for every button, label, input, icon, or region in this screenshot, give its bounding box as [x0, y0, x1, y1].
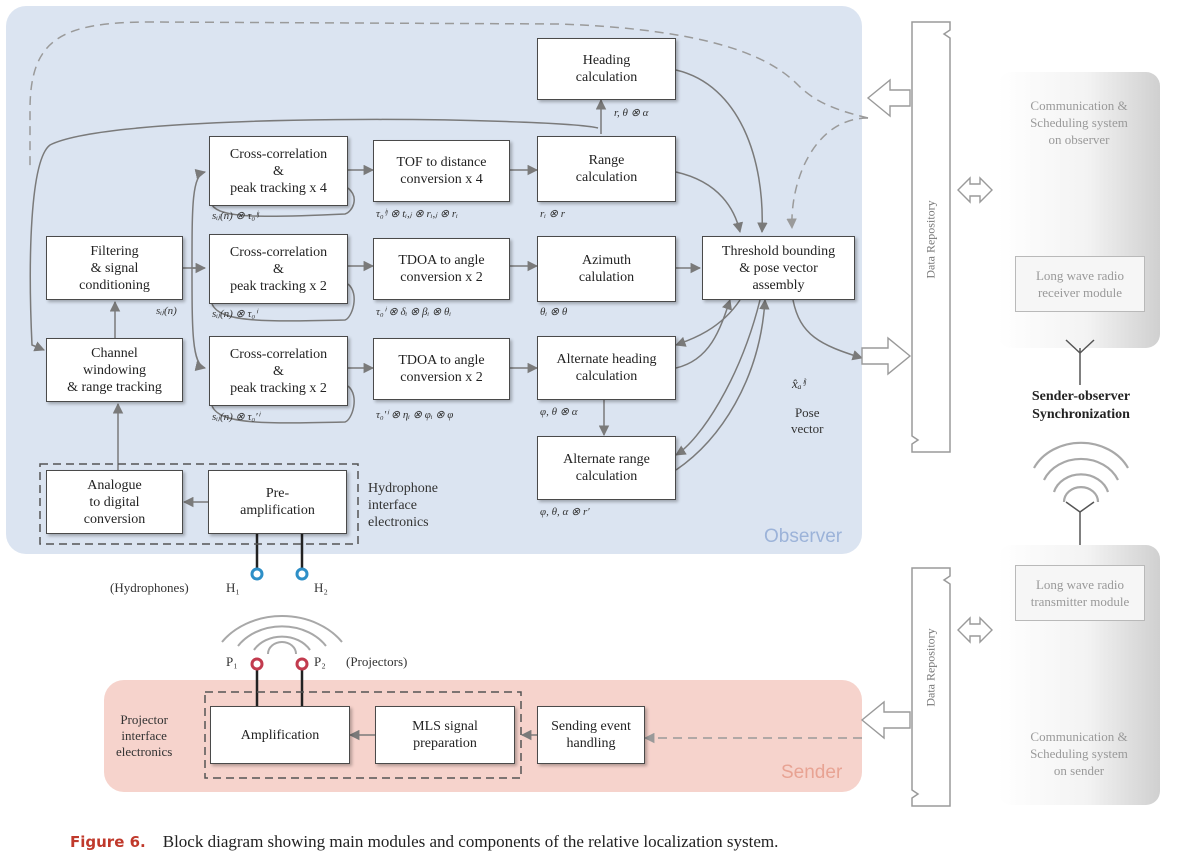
- heading-input-math: r, θ ⊗ α: [614, 107, 649, 119]
- lw-receiver-block: Long wave radio receiver module: [1015, 256, 1145, 312]
- cc2b-output-math: sᵢⱼ(n) ⊗ τ₀′ⁱ: [212, 411, 260, 423]
- data-repository-bottom-label: Data Repository: [923, 628, 938, 707]
- acoustic-waves-icon: [221, 615, 343, 655]
- projector-electronics-label: Projector interface electronics: [116, 712, 173, 759]
- p1-label: P₁: [226, 654, 238, 669]
- comm-sender-link-arrow: [957, 616, 993, 644]
- pose-to-repo-arrow: [861, 336, 912, 376]
- range-output-math: rᵢ ⊗ r: [540, 208, 566, 220]
- heading-calculation-block: Heading calculation: [537, 38, 676, 100]
- hydrophone-interface-box: [39, 463, 359, 545]
- tdoa-b-output-math: τ₀′ⁱ ⊗ ηᵢ ⊗ φᵢ ⊗ φ: [376, 409, 454, 421]
- pose-vector-label: Pose vector: [791, 405, 824, 436]
- sender-label: Sender: [781, 762, 843, 783]
- channel-windowing-block: Channel windowing & range tracking: [46, 338, 183, 402]
- data-repository-top-label: Data Repository: [923, 200, 938, 279]
- tof-conversion-block: TOF to distance conversion x 4: [373, 140, 510, 202]
- tof-output-math: τ₀ⁱʲ ⊗ tᵢ,ⱼ ⊗ rᵢ,ⱼ ⊗ rᵢ: [376, 208, 458, 220]
- hydrophones-label: (Hydrophones): [110, 580, 189, 595]
- comm-sender-label: Communication & Scheduling system on sen…: [1030, 729, 1128, 778]
- projector-interface-box: [204, 691, 522, 779]
- comm-observer-label: Communication & Scheduling system on obs…: [1030, 98, 1128, 147]
- alt-heading-output-math: φ, θ ⊗ α: [540, 406, 578, 418]
- azimuth-calculation-block: Azimuth calulation: [537, 236, 676, 302]
- h1-label: H₁: [226, 580, 240, 595]
- alternate-heading-block: Alternate heading calculation: [537, 336, 676, 400]
- tdoa-conversion-alt-block: TDOA to angle conversion x 2: [373, 338, 510, 400]
- p2-label: P₂: [314, 654, 326, 669]
- figure-number: Figure 6.: [70, 833, 146, 851]
- data-repository-bottom-shape: [911, 567, 951, 807]
- sync-label: Sender-observer Synchronization: [1031, 389, 1131, 422]
- alt-range-output-math: φ, θ, α ⊗ r′: [540, 506, 590, 518]
- sending-event-block: Sending event handling: [537, 706, 645, 764]
- projector-p2-dot: [295, 657, 309, 671]
- comm-observer-link-arrow: [957, 176, 993, 204]
- hydrophone-h2-dot: [295, 567, 309, 581]
- azimuth-output-math: θᵢ ⊗ θ: [540, 306, 568, 318]
- tdoa-a-output-math: τ₀ⁱ ⊗ δᵢ ⊗ βᵢ ⊗ θᵢ: [376, 306, 452, 318]
- hydrophone-electronics-label: Hydrophone interface electronics: [368, 481, 438, 530]
- figure-caption-text: Block diagram showing main modules and c…: [162, 832, 779, 851]
- filter-output-math: sᵢⱼ(n): [156, 305, 177, 317]
- repo-to-observer-arrow: [866, 78, 911, 118]
- filtering-block: Filtering & signal conditioning: [46, 236, 183, 300]
- threshold-bounding-block: Threshold bounding & pose vector assembl…: [702, 236, 855, 300]
- tdoa-conversion-block: TDOA to angle conversion x 2: [373, 238, 510, 300]
- observer-label: Observer: [764, 526, 843, 547]
- alternate-range-block: Alternate range calculation: [537, 436, 676, 500]
- projector-p1-dot: [250, 657, 264, 671]
- cc2a-output-math: sᵢⱼ(n) ⊗ τ₀ⁱ: [212, 308, 258, 320]
- preamplification-block: Pre- amplification: [208, 470, 347, 534]
- cross-correlation-x4-block: Cross-correlation & peak tracking x 4: [209, 136, 348, 206]
- cross-correlation-x2-block: Cross-correlation & peak tracking x 2: [209, 234, 348, 304]
- lw-transmitter-block: Long wave radio transmitter module: [1015, 565, 1145, 621]
- figure-caption: Figure 6. Block diagram showing main mod…: [70, 832, 778, 852]
- repo-to-sender-arrow: [860, 700, 911, 740]
- mls-preparation-block: MLS signal preparation: [375, 706, 515, 764]
- data-repository-top-shape: [911, 21, 951, 453]
- projectors-label: (Projectors): [346, 654, 408, 669]
- adc-block: Analogue to digital conversion: [46, 470, 183, 534]
- pose-symbol: x̂ₐⁱʲ: [792, 376, 807, 391]
- h2-label: H₂: [314, 580, 328, 595]
- hydrophone-h1-dot: [250, 567, 264, 581]
- radio-waves-icon: [1033, 441, 1129, 503]
- amplification-block: Amplification: [210, 706, 350, 764]
- cc4-output-math: sᵢⱼ(n) ⊗ τ₀ⁱʲ: [212, 210, 260, 222]
- range-calculation-block: Range calculation: [537, 136, 676, 202]
- cross-correlation-x2-alt-block: Cross-correlation & peak tracking x 2: [209, 336, 348, 406]
